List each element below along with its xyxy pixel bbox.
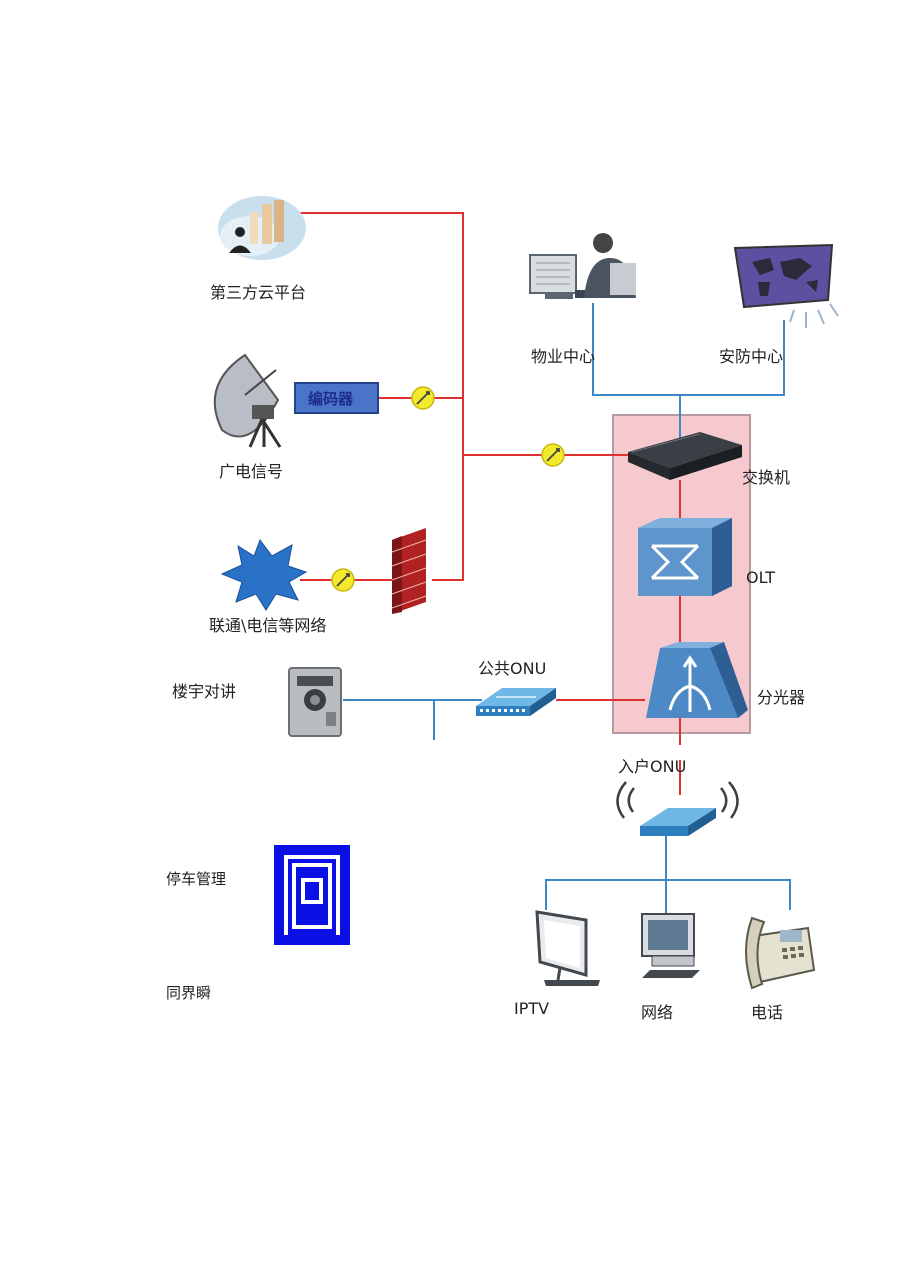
label-telephone: 电话: [751, 1003, 784, 1022]
operator-workstation-icon: [529, 233, 636, 299]
label-parking-management: 停车管理: [166, 870, 227, 888]
telephone-icon: [745, 916, 816, 990]
cloud-person-icon: [218, 196, 306, 260]
label-encoder: 编码器: [308, 390, 354, 408]
media-converter-icon: [541, 443, 565, 467]
olt-icon: [638, 518, 732, 596]
parking-logo-icon: [274, 845, 350, 945]
onu-icon: [476, 688, 556, 716]
firewall-icon: [391, 528, 427, 614]
desktop-pc-icon: [641, 913, 700, 978]
tv-monitor-icon: [535, 910, 600, 986]
network-switch-icon: [628, 432, 742, 480]
label-splitter: 分光器: [757, 688, 806, 707]
media-converter-icon: [411, 386, 435, 410]
label-home-onu: 入户ONU: [618, 757, 687, 776]
label-network: 网络: [641, 1003, 674, 1022]
optical-splitter-icon: [646, 642, 748, 718]
satellite-dish-icon: [213, 353, 282, 448]
label-building-intercom: 楼宇对讲: [172, 682, 237, 701]
label-cloud-platform: 第三方云平台: [210, 283, 307, 302]
label-switch: 交换机: [742, 468, 791, 487]
starburst-icon: [220, 538, 308, 611]
world-map-screen-icon: [733, 243, 839, 328]
door-intercom-icon: [288, 667, 342, 737]
label-security-center: 安防中心: [719, 347, 784, 366]
copper-links: [343, 303, 791, 915]
label-olt: OLT: [746, 568, 776, 587]
wireless-onu-icon: [616, 781, 739, 836]
media-converter-icon: [331, 568, 355, 592]
encoder-box: [294, 382, 379, 414]
label-property-center: 物业中心: [531, 347, 596, 366]
label-broadcast-signal: 广电信号: [219, 462, 284, 481]
label-iptv: IPTV: [514, 999, 550, 1018]
label-public-onu: 公共ONU: [478, 659, 547, 678]
label-carrier-network: 联通\电信等网络: [209, 616, 327, 635]
label-tongjieshun: 同界瞬: [166, 984, 212, 1002]
